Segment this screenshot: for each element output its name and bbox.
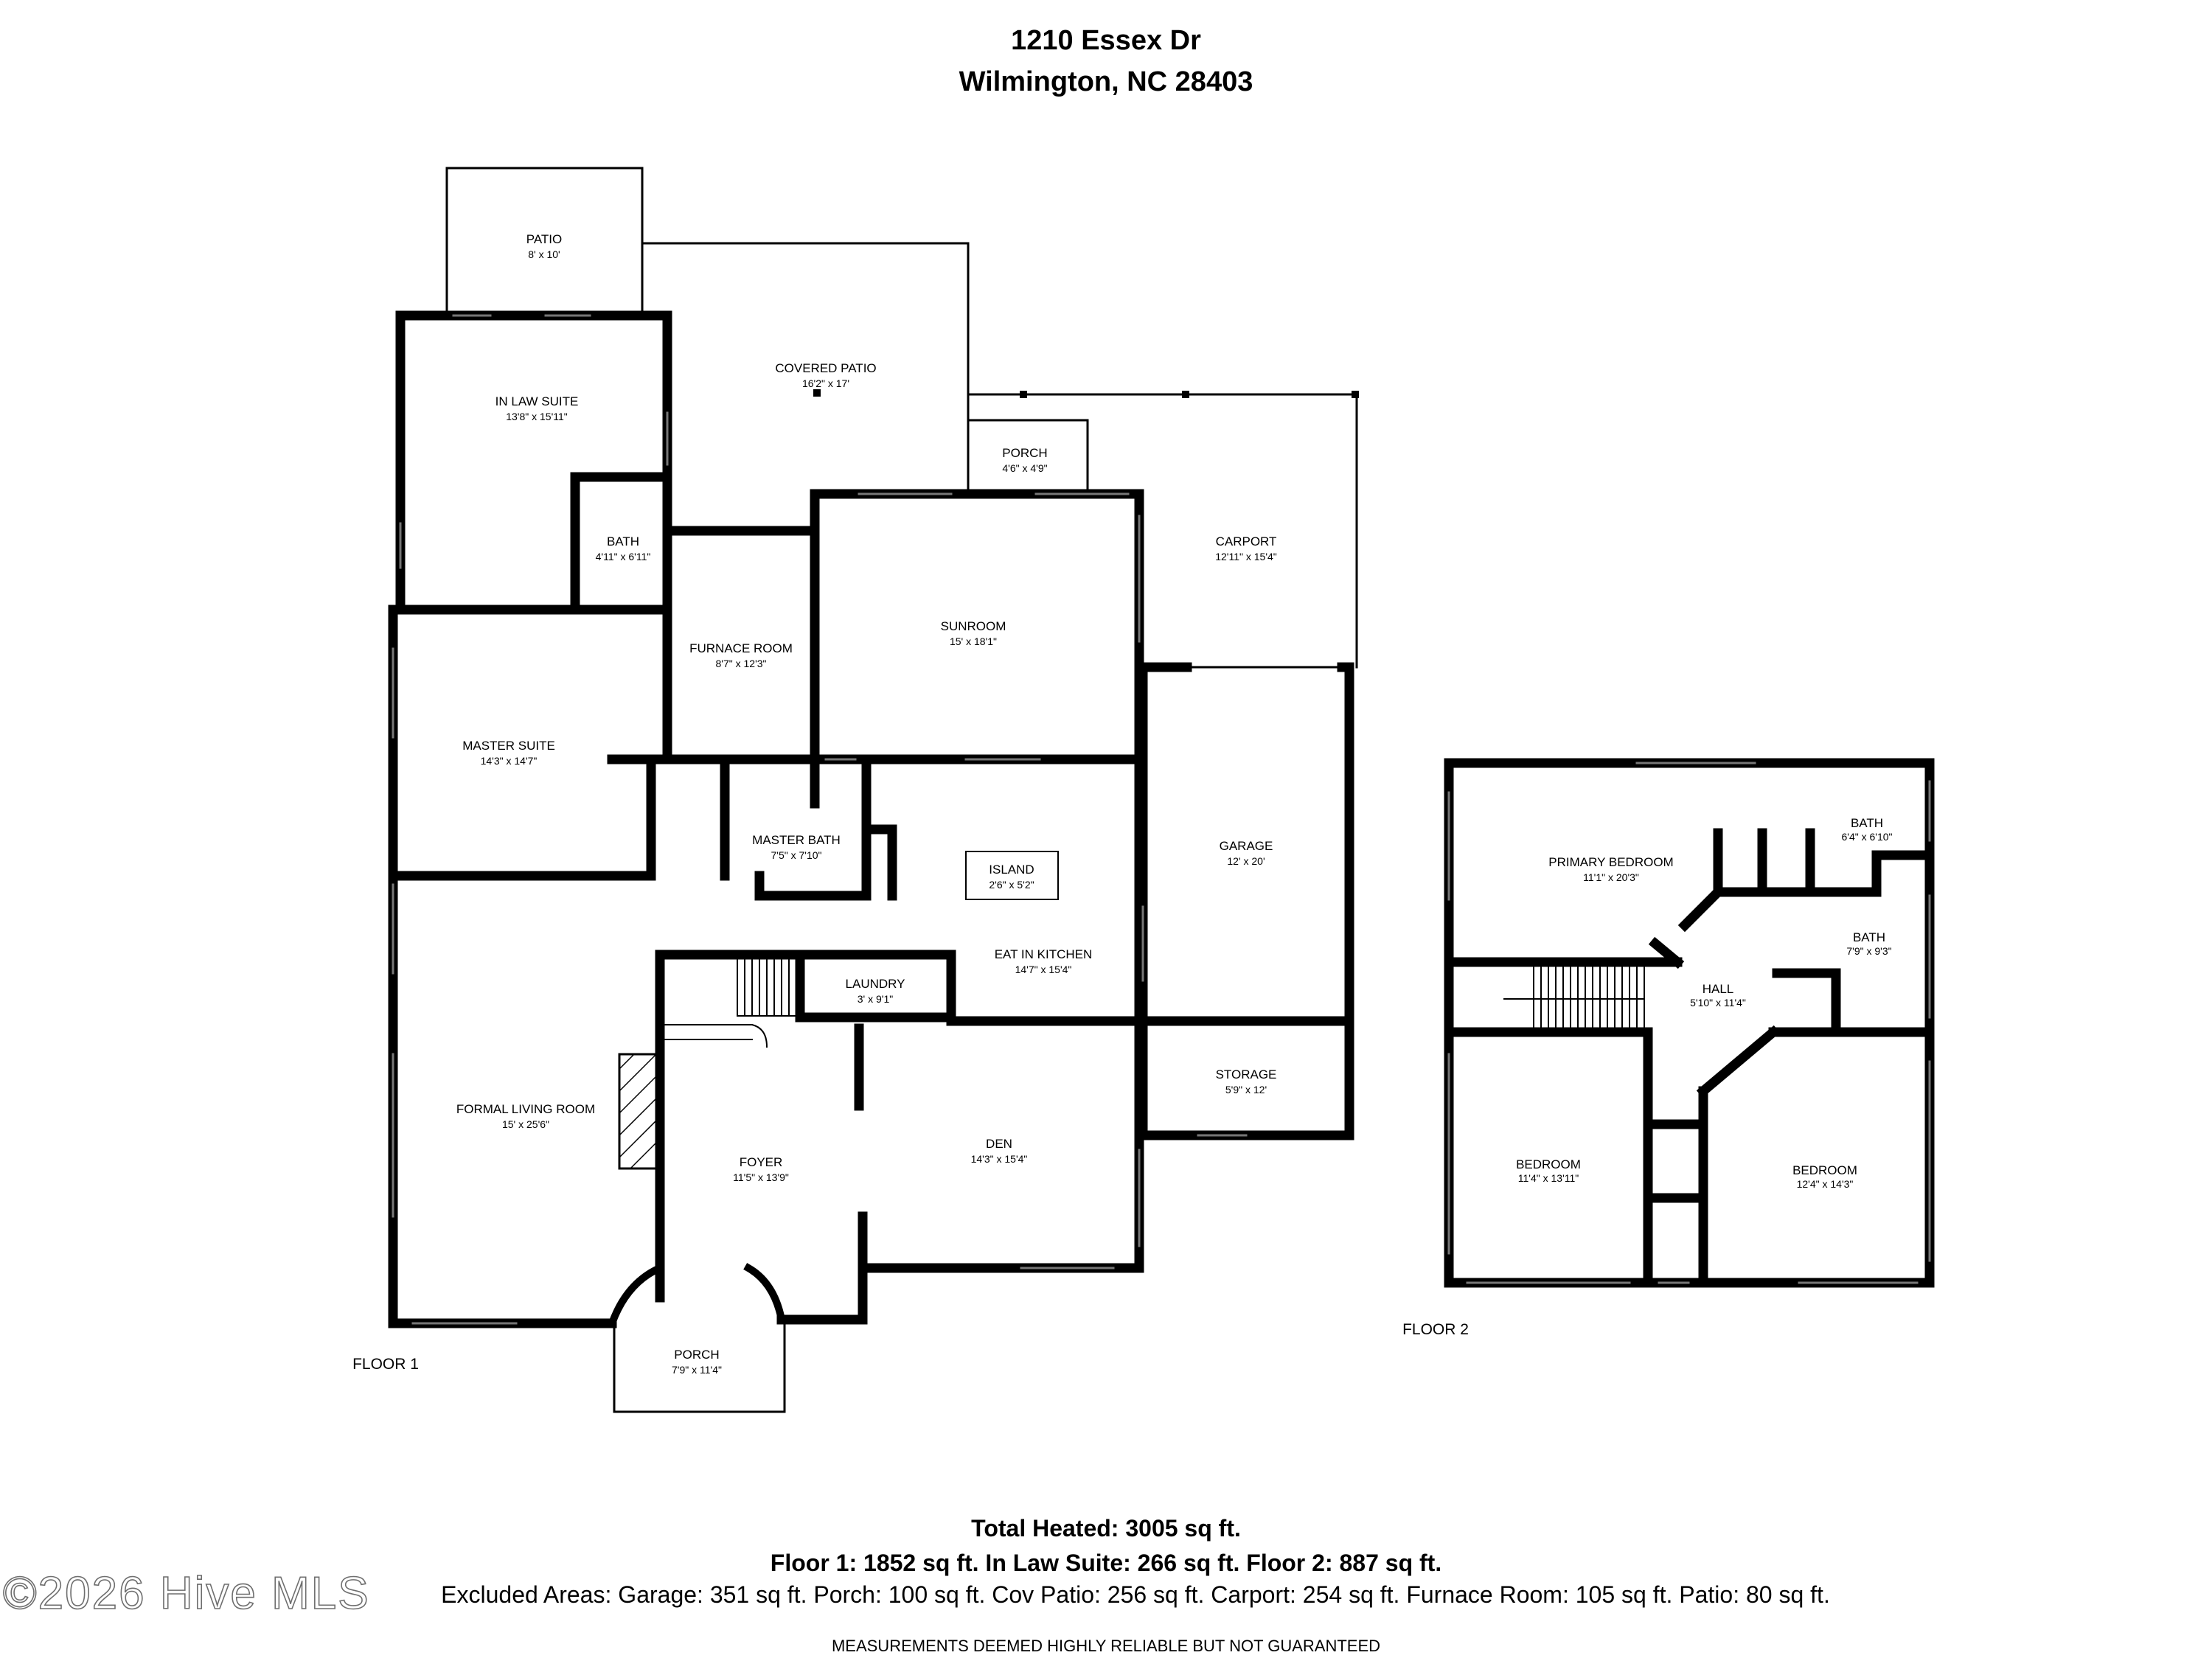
floor1-room-labels: PATIO 8' x 10' COVERED PATIO 16'2" x 17'… — [456, 232, 1277, 1376]
room-name: PATIO — [526, 232, 563, 246]
room-dims: 5'10" x 11'4" — [1690, 997, 1746, 1009]
room-dims: 15' x 25'6" — [502, 1118, 549, 1130]
room-dims: 15' x 18'1" — [950, 635, 997, 647]
room-dims: 7'5" x 7'10" — [771, 849, 822, 861]
room-name: FOYER — [740, 1155, 783, 1169]
windows — [392, 314, 1931, 1325]
total-heated: Total Heated: 3005 sq ft. — [971, 1515, 1241, 1542]
room-dims: 2'6" x 5'2" — [989, 879, 1034, 891]
floor1-walls — [388, 310, 1354, 1328]
room-dims: 11'1" x 20'3" — [1583, 871, 1639, 883]
room-name: SUNROOM — [941, 619, 1006, 633]
room-dims: 6'4" x 6'10" — [1842, 831, 1893, 843]
room-name: BATH — [607, 534, 639, 548]
room-name: LAUNDRY — [846, 977, 905, 991]
room-name: PRIMARY BEDROOM — [1548, 855, 1673, 869]
room-name: FORMAL LIVING ROOM — [456, 1102, 595, 1116]
room-name: DEN — [986, 1137, 1012, 1151]
room-dims: 7'9" x 9'3" — [1846, 945, 1891, 957]
bay-windows — [607, 1263, 786, 1328]
room-name: ISLAND — [989, 863, 1034, 877]
room-name: FURNACE ROOM — [689, 641, 793, 655]
room-dims: 8'7" x 12'3" — [716, 658, 767, 669]
outdoor-outlines — [445, 167, 1358, 1413]
room-dims: 4'11" x 6'11" — [596, 551, 651, 562]
room-name: STORAGE — [1216, 1067, 1277, 1081]
room-name: BATH — [1853, 930, 1885, 944]
room-name: MASTER SUITE — [462, 739, 555, 753]
address-street: 1210 Essex Dr — [1011, 25, 1201, 56]
room-name: PORCH — [674, 1348, 719, 1362]
disclaimer: MEASUREMENTS DEEMED HIGHLY RELIABLE BUT … — [831, 1637, 1381, 1655]
fireplace-hatch — [618, 1053, 661, 1170]
room-name: CARPORT — [1216, 534, 1277, 548]
room-dims: 14'7" x 15'4" — [1015, 964, 1072, 975]
excluded-areas: Excluded Areas: Garage: 351 sq ft. Porch… — [441, 1581, 1830, 1608]
room-dims: 7'9" x 11'4" — [672, 1364, 722, 1376]
fireplace — [618, 1053, 661, 1170]
floor2-label: FLOOR 2 — [1402, 1321, 1469, 1338]
room-name: HALL — [1703, 982, 1734, 996]
room-name: EAT IN KITCHEN — [995, 947, 1093, 961]
room-name: BATH — [1851, 816, 1883, 830]
room-dims: 12'11" x 15'4" — [1215, 551, 1277, 562]
room-dims: 8' x 10' — [528, 248, 560, 260]
room-dims: 16'2" x 17' — [802, 377, 849, 389]
watermark: ©2026 Hive MLS — [2, 1567, 370, 1620]
room-dims: 11'4" x 13'11" — [1518, 1172, 1579, 1184]
room-dims: 13'8" x 15'11" — [506, 411, 568, 422]
room-name: COVERED PATIO — [775, 361, 876, 375]
room-dims: 14'3" x 14'7" — [481, 755, 538, 767]
address-city: Wilmington, NC 28403 — [959, 66, 1253, 97]
room-dims: 3' x 9'1" — [858, 993, 893, 1005]
carport-posts — [813, 389, 1359, 498]
floor1-stairs — [663, 958, 797, 1048]
room-name: BEDROOM — [1516, 1157, 1581, 1171]
room-name: BEDROOM — [1792, 1163, 1857, 1177]
room-dims: 4'6" x 4'9" — [1002, 462, 1047, 474]
floor2-stairs — [1503, 965, 1645, 1031]
room-dims: 5'9" x 12' — [1225, 1084, 1267, 1096]
floor2-room-labels: PRIMARY BEDROOM 11'1" x 20'3" BATH 6'4" … — [1516, 816, 1892, 1190]
watermark-text: ©2026 Hive MLS — [3, 1568, 370, 1619]
room-name: IN LAW SUITE — [495, 394, 579, 408]
floor1-label: FLOOR 1 — [352, 1356, 419, 1373]
room-dims: 12' x 20' — [1227, 855, 1265, 867]
room-name: MASTER BATH — [752, 833, 841, 847]
room-name: PORCH — [1002, 446, 1047, 460]
room-dims: 12'4" x 14'3" — [1797, 1178, 1854, 1190]
floor-areas: Floor 1: 1852 sq ft. In Law Suite: 266 s… — [770, 1550, 1442, 1576]
kitchen-island — [965, 851, 1059, 900]
room-dims: 11'5" x 13'9" — [733, 1171, 789, 1183]
room-dims: 14'3" x 15'4" — [971, 1153, 1028, 1165]
room-name: GARAGE — [1220, 839, 1273, 853]
